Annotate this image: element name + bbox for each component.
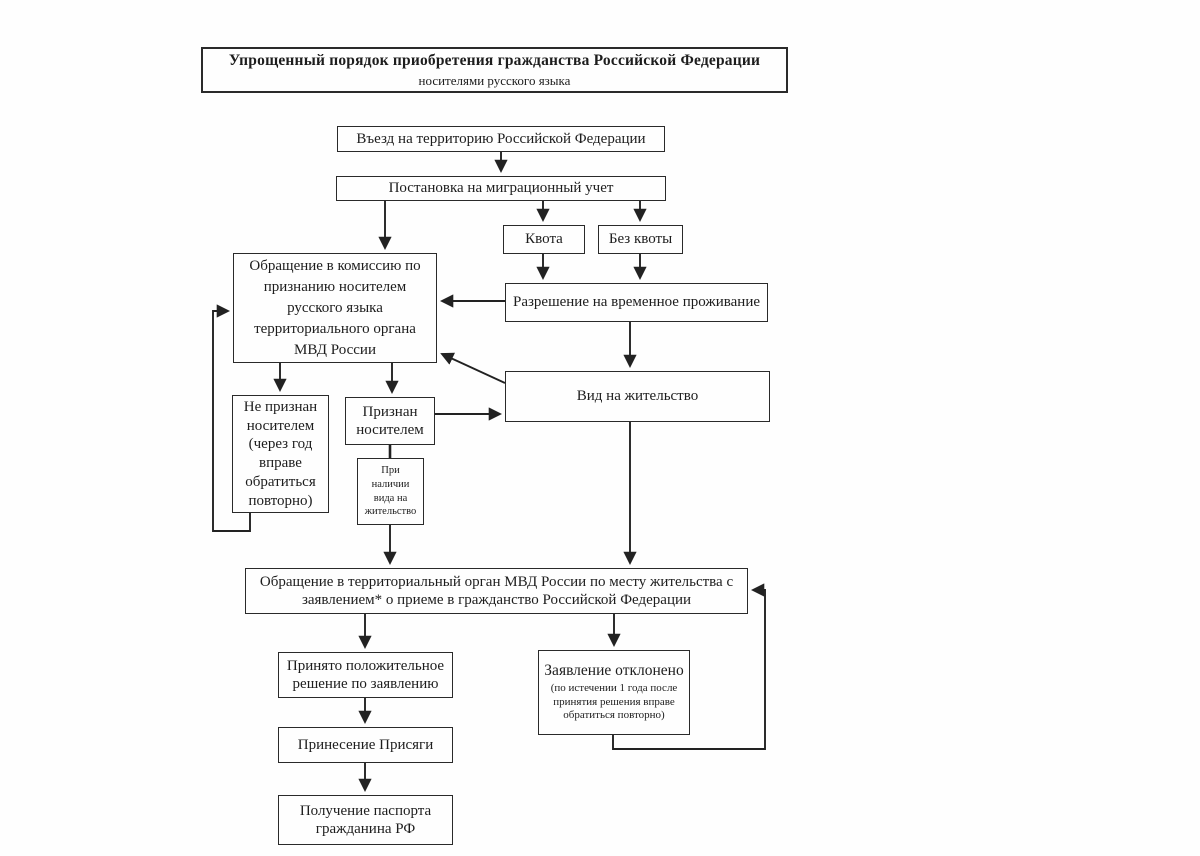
node-migration-registration: Постановка на миграционный учет [336,176,666,201]
title-box: Упрощенный порядок приобретения гражданс… [201,47,788,93]
node-not-recognized: Не признан носителем (через год вправе о… [232,395,329,513]
node-commission-application: Обращение в комиссию по признанию носите… [233,253,437,363]
node-positive-decision: Принято положительное решение по заявлен… [278,652,453,698]
node-passport: Получение паспорта гражданина РФ [278,795,453,845]
node-citizenship-application: Обращение в территориальный орган МВД Ро… [245,568,748,614]
node-no-quota: Без квоты [598,225,683,254]
node-quota: Квота [503,225,585,254]
node-temporary-residence-permit: Разрешение на временное проживание [505,283,768,322]
node-if-residence-permit: При наличии вида на жительство [357,458,424,525]
flowchart-title: Упрощенный порядок приобретения гражданс… [228,51,761,69]
node-oath: Принесение Присяги [278,727,453,763]
node-application-rejected: Заявление отклонено (по истечении 1 года… [538,650,690,735]
node-residence-permit: Вид на жительство [505,371,770,422]
flowchart-subtitle: носителями русского языка [418,72,571,88]
rejected-label: Заявление отклонено [544,661,684,679]
node-recognized: Признан носителем [345,397,435,445]
edge-vnj-commission [440,352,506,384]
rejected-note: (по истечении 1 года после принятия реше… [550,681,678,722]
node-entry: Въезд на территорию Российской Федерации [337,126,665,152]
